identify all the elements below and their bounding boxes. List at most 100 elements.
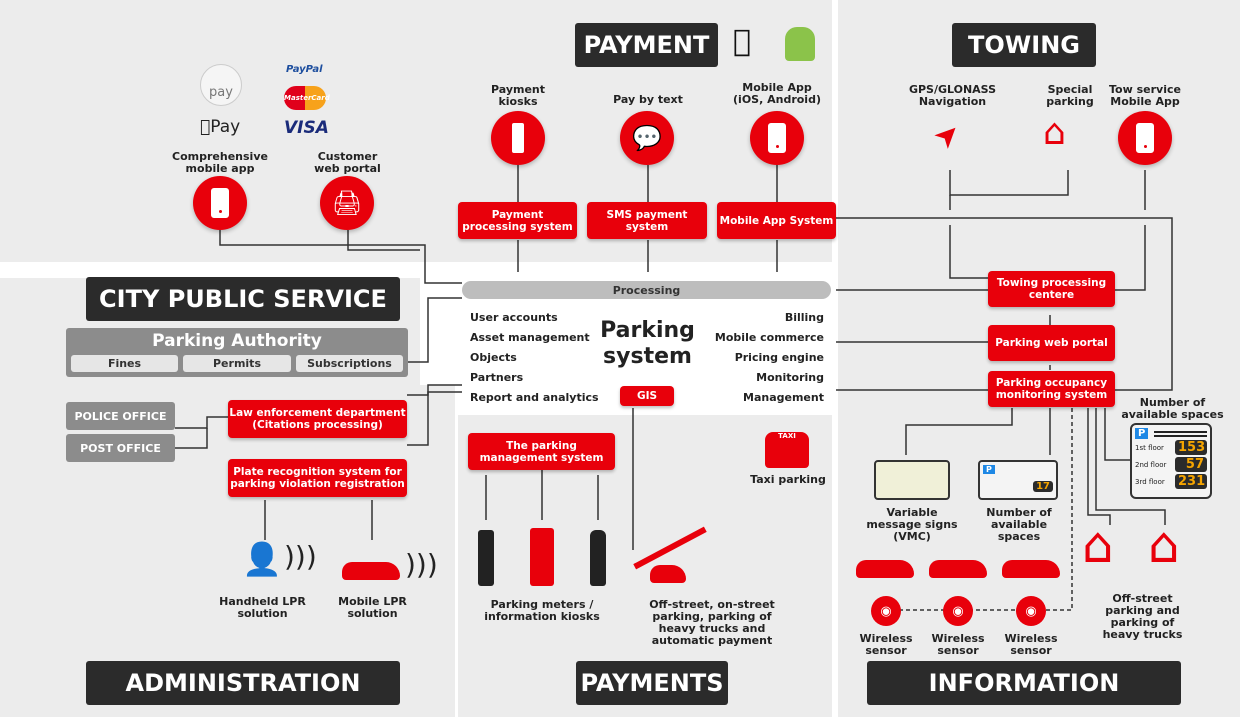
sms-payment-system[interactable]: SMS payment system bbox=[587, 202, 707, 239]
pay-by-text-label: Pay by text bbox=[613, 93, 683, 106]
signal-waves-icon: ))) bbox=[284, 540, 317, 573]
floor-label: 3rd floor bbox=[1135, 477, 1165, 486]
core-item: Monitoring bbox=[756, 371, 824, 384]
chat-icon: 💬 bbox=[620, 111, 674, 165]
core-item: Partners bbox=[470, 371, 524, 384]
car-icon bbox=[1002, 560, 1060, 578]
available-spaces-title: Number of available spaces bbox=[1121, 396, 1224, 421]
parking-web-portal[interactable]: Parking web portal bbox=[988, 325, 1115, 361]
small-available-board: P 17 bbox=[978, 460, 1058, 500]
tow-phone-icon bbox=[1118, 111, 1172, 165]
mobile-lpr-label: Mobile LPR solution bbox=[338, 595, 407, 620]
parking-system-title: Parking system bbox=[600, 318, 695, 369]
handheld-lpr-label: Handheld LPR solution bbox=[219, 595, 306, 620]
car-icon bbox=[856, 560, 914, 578]
gis-button[interactable]: GIS bbox=[620, 386, 674, 406]
apple-pay-text: Pay bbox=[200, 117, 240, 137]
floor-label: 2nd floor bbox=[1135, 460, 1167, 469]
floor-count: 153 bbox=[1175, 440, 1207, 455]
car-icon bbox=[650, 565, 686, 583]
meters-label: Parking meters / information kiosks bbox=[484, 598, 600, 623]
wireless-sensor-icon: ◉ bbox=[1016, 596, 1046, 626]
sensor-label: Wireless sensor bbox=[859, 632, 913, 657]
mobile-app-icon bbox=[193, 176, 247, 230]
kiosk-red-icon bbox=[530, 528, 554, 586]
tow-app-label: Tow service Mobile App bbox=[1109, 83, 1181, 108]
visa-logo: VISA bbox=[284, 118, 329, 138]
apple-icon:  bbox=[733, 24, 751, 59]
payment-processing-system[interactable]: Payment processing system bbox=[458, 202, 577, 239]
processing-bar: Processing bbox=[462, 281, 831, 299]
mobile-app-label: Comprehensive mobile app bbox=[172, 150, 268, 175]
paypal-logo: PayPal bbox=[286, 64, 323, 75]
administration-header: ADMINISTRATION bbox=[86, 661, 400, 705]
core-item: Report and analytics bbox=[470, 391, 599, 404]
available-small-label: Number of available spaces bbox=[986, 506, 1052, 543]
small-count: 17 bbox=[1033, 481, 1053, 492]
offstreet-trucks-label: Off-street parking and parking of heavy … bbox=[1102, 592, 1183, 641]
garage-car-icon: ⌂ bbox=[1043, 112, 1066, 153]
occupancy-monitoring-system[interactable]: Parking occupancy monitoring system bbox=[988, 371, 1115, 407]
phone-icon bbox=[750, 111, 804, 165]
core-right-list: Billing Mobile commerce Pricing engine M… bbox=[715, 308, 824, 408]
vms-map-icon bbox=[874, 460, 950, 500]
car-icon bbox=[929, 560, 987, 578]
law-enforcement-department[interactable]: Law enforcement department (Citations pr… bbox=[228, 400, 407, 438]
post-office[interactable]: POST OFFICE bbox=[66, 434, 175, 462]
information-header: INFORMATION bbox=[867, 661, 1181, 705]
special-parking-label: Special parking bbox=[1046, 83, 1094, 108]
taxi-icon: TAXI bbox=[765, 432, 809, 468]
mobile-lpr-car-icon bbox=[342, 562, 400, 580]
core-item: Mobile commerce bbox=[714, 331, 824, 344]
garage-icon: ⌂ bbox=[1082, 516, 1114, 574]
core-item: User accounts bbox=[470, 311, 558, 324]
mobile-app-os-label: Mobile App (iOS, Android) bbox=[733, 81, 821, 106]
plate-recognition-system[interactable]: Plate recognition system for parking vio… bbox=[228, 459, 407, 497]
fines-tab[interactable]: Fines bbox=[71, 355, 178, 372]
police-office[interactable]: POLICE OFFICE bbox=[66, 402, 175, 430]
floor-count: 231 bbox=[1175, 474, 1207, 489]
floor-label: 1st floor bbox=[1135, 443, 1164, 452]
core-item: Management bbox=[743, 391, 824, 404]
floor-count: 57 bbox=[1175, 457, 1207, 472]
vmc-label: Variable message signs (VMC) bbox=[866, 506, 958, 543]
wireless-sensor-icon: ◉ bbox=[871, 596, 901, 626]
parking-authority-title: Parking Authority bbox=[152, 331, 322, 351]
gps-label: GPS/GLONASS Navigation bbox=[908, 83, 997, 108]
sensor-label: Wireless sensor bbox=[1004, 632, 1058, 657]
mobile-app-system[interactable]: Mobile App System bbox=[717, 202, 836, 239]
payment-header: PAYMENT bbox=[575, 23, 718, 67]
city-header: CITY PUBLIC SERVICE bbox=[86, 277, 400, 321]
meter-icon bbox=[590, 530, 606, 586]
wireless-sensor-icon: ◉ bbox=[943, 596, 973, 626]
web-portal-label: Customer web portal bbox=[314, 150, 381, 175]
core-item: Billing bbox=[784, 311, 824, 324]
towing-processing-centre[interactable]: Towing processing centere bbox=[988, 271, 1115, 307]
core-left-list: User accounts Asset management Objects P… bbox=[470, 308, 599, 408]
payments-header: PAYMENTS bbox=[576, 661, 728, 705]
signal-waves-icon: ))) bbox=[405, 548, 438, 581]
available-spaces-board: P 1st floor 153 2nd floor 57 3rd floor 231 bbox=[1130, 423, 1212, 499]
person-icon: 👤 bbox=[242, 540, 282, 578]
core-item: Objects bbox=[470, 351, 517, 364]
android-icon bbox=[785, 27, 815, 61]
web-portal-icon: 🖨 bbox=[320, 176, 374, 230]
android-pay-logo: pay bbox=[200, 64, 242, 106]
core-item: Asset management bbox=[470, 331, 590, 344]
offstreet-label: Off-street, on-street parking, parking o… bbox=[649, 598, 775, 647]
kiosks-label: Payment kiosks bbox=[490, 83, 546, 108]
mastercard-logo: MasterCard bbox=[284, 86, 330, 110]
parking-p-icon: P bbox=[1135, 428, 1149, 439]
subscriptions-tab[interactable]: Subscriptions bbox=[296, 355, 403, 372]
garage-icon: ⌂ bbox=[1148, 516, 1180, 574]
sensor-label: Wireless sensor bbox=[931, 632, 985, 657]
parking-meter-icon bbox=[478, 530, 494, 586]
permits-tab[interactable]: Permits bbox=[183, 355, 291, 372]
parking-management-system[interactable]: The parking management system bbox=[468, 433, 615, 470]
kiosk-icon bbox=[491, 111, 545, 165]
towing-header: TOWING bbox=[952, 23, 1096, 67]
taxi-parking-label: Taxi parking bbox=[750, 473, 826, 486]
apple-pay-logo: Pay bbox=[200, 117, 240, 137]
core-item: Pricing engine bbox=[734, 351, 824, 364]
